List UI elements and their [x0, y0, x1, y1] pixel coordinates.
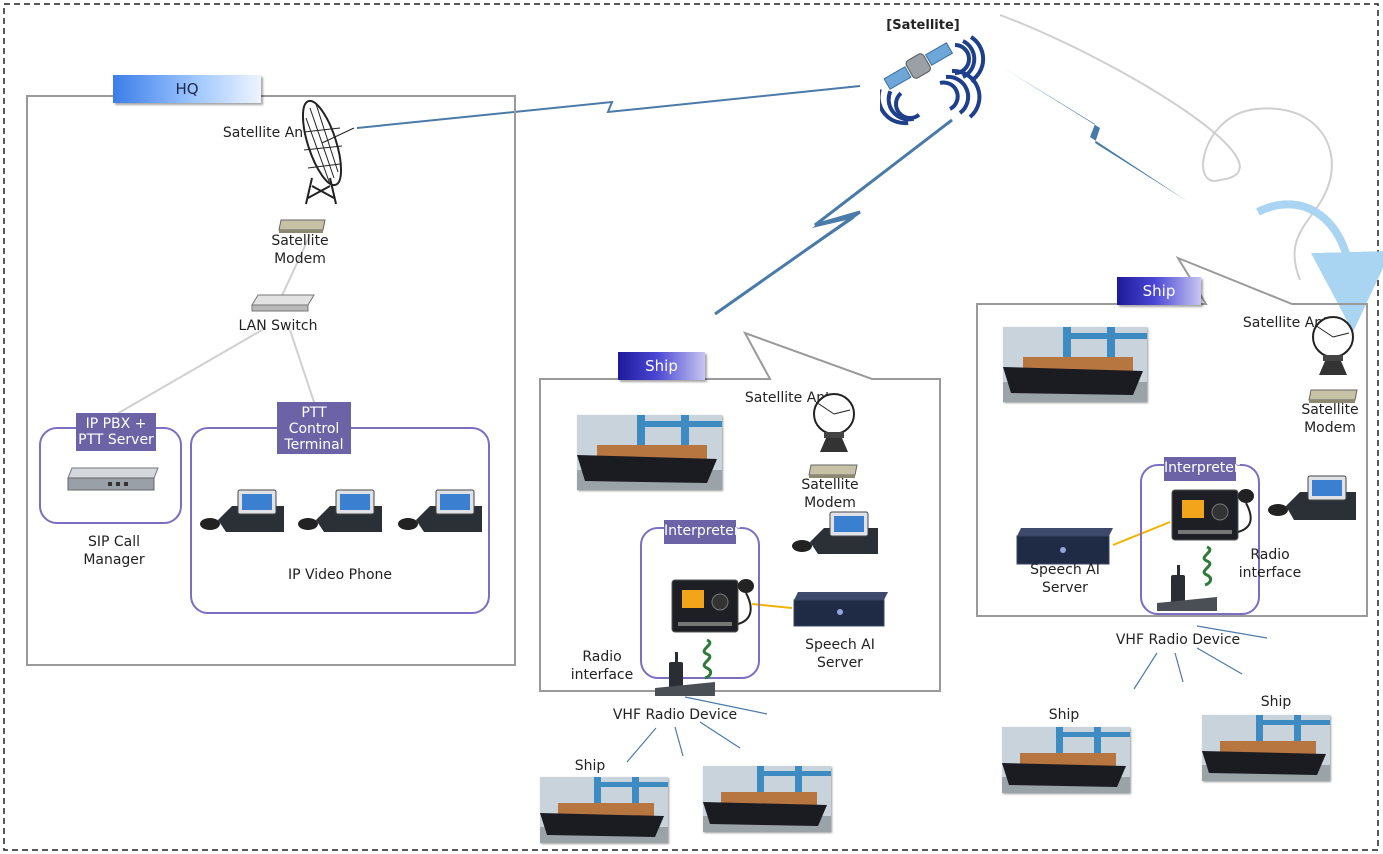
- radio-waves-a: [626, 696, 768, 763]
- radio-waves-b: [1133, 625, 1268, 690]
- ship-b-speech-ai-server-icon: [1016, 528, 1113, 565]
- ship-a-satellite-ant-label: Satellite Ant.: [744, 390, 836, 406]
- ship-b-vhf-radio-icon: [1157, 545, 1217, 611]
- hq-frame: [26, 95, 516, 666]
- ship-a-ip-phone-icon: [792, 511, 878, 554]
- link-hq-satellite: [356, 85, 861, 129]
- ship-b-photo: [1003, 327, 1147, 402]
- satellite-label: [Satellite]: [886, 18, 960, 33]
- ship-photo: [703, 766, 831, 832]
- ship-b-dish-icon: [1312, 316, 1354, 375]
- ship-a-interpreter-device-icon: [671, 579, 754, 633]
- lan-switch-label: LAN Switch: [238, 318, 318, 334]
- blue-curved-arrow: [1256, 200, 1383, 332]
- ship-a-photo: [577, 415, 722, 490]
- link-switch-ptt: [289, 329, 316, 406]
- ship-b-ship-label-right: Ship: [1260, 694, 1292, 710]
- ship-a-vhf-radio-label: VHF Radio Device: [612, 707, 738, 723]
- hq-tab: HQ: [113, 75, 261, 103]
- ship-a-dish-icon: [813, 393, 855, 452]
- ship-a-ship-label: Ship: [574, 758, 606, 774]
- ip-video-phone-icon: [298, 489, 382, 532]
- ip-pbx-tag: IP PBX +PTT Server: [76, 413, 156, 451]
- ship-photo: [1202, 715, 1330, 781]
- ship-b-vhf-radio-label: VHF Radio Device: [1115, 632, 1241, 648]
- ship-a-vhf-radio-icon: [655, 638, 715, 696]
- lan-switch-icon: [251, 294, 315, 312]
- curvy-link: [999, 14, 1333, 281]
- satellite-antenna-icon: [301, 99, 355, 205]
- hq-modem-icon: [278, 219, 326, 233]
- ship-photo: [540, 777, 668, 843]
- link-switch-pbx: [114, 329, 263, 416]
- bolt-satellite-ship-b: [1002, 67, 1187, 201]
- ip-video-phone-icon: [200, 489, 284, 532]
- ship-photo: [1002, 727, 1130, 793]
- ship-a-frame: [539, 331, 941, 692]
- ship-b-frame: [976, 255, 1368, 617]
- ship-b-ip-phone-icon: [1268, 475, 1356, 520]
- ship-b-modem-icon: [1308, 389, 1358, 403]
- ship-a-interpreter-tag: Interpreter: [664, 520, 740, 544]
- ship-a-tab: Ship: [618, 352, 705, 380]
- ship-b-tab: Ship: [1117, 277, 1201, 305]
- ship-a-modem-icon: [808, 464, 858, 478]
- hq-satellite-ant-label: Satellite Ant.: [222, 125, 314, 141]
- ip-pbx-server-icon: [67, 467, 159, 491]
- ip-video-phone-icon: [398, 489, 482, 532]
- ip-video-phone-label: IP Video Phone: [287, 567, 393, 583]
- link-satellite-ship-a: [714, 118, 953, 316]
- ship-b-ship-label-left: Ship: [1048, 707, 1080, 723]
- ship-b-satellite-ant-label: Satellite Ant.: [1242, 315, 1334, 331]
- satellite-icon: [880, 35, 986, 126]
- ship-b-interpreter-device-icon: [1171, 489, 1254, 541]
- ship-a-speech-ai-server-icon: [793, 592, 888, 627]
- link-modem-switch: [279, 234, 311, 301]
- ship-b-interpreter-tag: Interpreter: [1164, 457, 1240, 481]
